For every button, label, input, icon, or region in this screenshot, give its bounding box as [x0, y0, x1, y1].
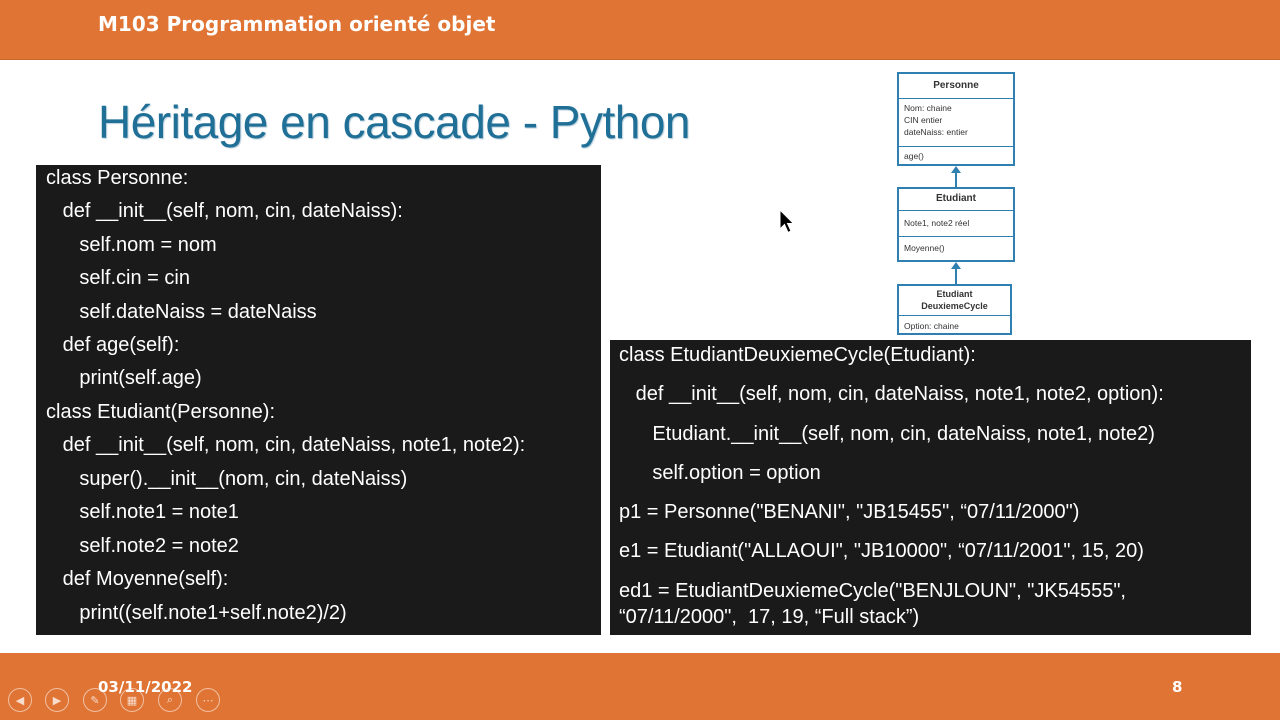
- code-line: class Personne:: [46, 167, 189, 189]
- pen-icon: ✎: [90, 693, 100, 707]
- uml-attribute: Note1, note2 réel: [899, 211, 1013, 237]
- code-line: e1 = Etudiant("ALLAOUI", "JB10000", “07/…: [619, 540, 1144, 562]
- code-line: print(self.age): [46, 367, 202, 389]
- inheritance-line: [955, 268, 957, 284]
- code-line: def Moyenne(self):: [46, 568, 229, 590]
- next-icon: ▶: [52, 693, 62, 707]
- more-options-button[interactable]: ⋯: [196, 688, 220, 712]
- code-line: def __init__(self, nom, cin, dateNaiss, …: [46, 434, 526, 456]
- uml-attribute: Nom: chaine: [904, 103, 952, 113]
- code-line: ed1 = EtudiantDeuxiemeCycle("BENJLOUN", …: [619, 580, 1126, 602]
- uml-class-name-line: DeuxiemeCycle: [921, 301, 988, 311]
- see-all-slides-button[interactable]: ▦: [120, 688, 144, 712]
- next-slide-button[interactable]: ▶: [45, 688, 69, 712]
- uml-class-name: Etudiant: [899, 189, 1013, 211]
- uml-operation: Moyenne(): [904, 243, 945, 253]
- code-block-left: class Personne: def __init__(self, nom, …: [36, 165, 601, 635]
- code-line: super().__init__(nom, cin, dateNaiss): [46, 468, 408, 490]
- page-number: 8: [1172, 678, 1183, 696]
- uml-class-name: Etudiant DeuxiemeCycle: [899, 286, 1010, 316]
- uml-class-etudiant: Etudiant Note1, note2 réel Moyenne(): [897, 187, 1015, 262]
- pen-tool-button[interactable]: ✎: [83, 688, 107, 712]
- inheritance-line: [955, 172, 957, 187]
- code-line: def __init__(self, nom, cin, dateNaiss, …: [619, 383, 1164, 405]
- slide-title: Héritage en cascade - Python: [98, 96, 691, 148]
- inheritance-arrow-icon: [951, 262, 961, 269]
- inheritance-arrow-icon: [951, 166, 961, 173]
- code-line: class Etudiant(Personne):: [46, 401, 276, 423]
- uml-attribute: dateNaiss: entier: [904, 127, 968, 137]
- course-title: M103 Programmation orienté objet: [98, 12, 496, 36]
- code-line: self.dateNaiss = dateNaiss: [46, 301, 317, 323]
- slides-grid-icon: ▦: [126, 693, 138, 707]
- code-line: self.option = option: [619, 462, 821, 484]
- uml-attribute: CIN entier: [904, 115, 943, 125]
- zoom-icon: ⌕: [166, 693, 174, 706]
- code-line: “07/11/2000", 17, 19, “Full stack”): [619, 606, 920, 628]
- uml-attribute: Option: chaine: [904, 321, 959, 331]
- code-line: def age(self):: [46, 334, 180, 356]
- code-block-right: class EtudiantDeuxiemeCycle(Etudiant): d…: [610, 340, 1251, 635]
- uml-class-etudiant-deuxieme-cycle: Etudiant DeuxiemeCycle Option: chaine: [897, 284, 1012, 335]
- uml-operation: age(): [904, 151, 924, 161]
- uml-class-personne: Personne Nom: chaine CIN entier dateNais…: [897, 72, 1015, 166]
- more-options-icon: ⋯: [202, 693, 214, 707]
- code-line: class EtudiantDeuxiemeCycle(Etudiant):: [619, 344, 976, 366]
- zoom-button[interactable]: ⌕: [158, 688, 182, 712]
- code-line: Etudiant.__init__(self, nom, cin, dateNa…: [619, 423, 1155, 445]
- previous-icon: ◀: [15, 693, 25, 707]
- code-line: p1 = Personne("BENANI", "JB15455", “07/1…: [619, 501, 1080, 523]
- uml-class-name: Personne: [899, 74, 1013, 99]
- header-bar: M103 Programmation orienté objet: [0, 0, 1280, 60]
- code-line: self.note1 = note1: [46, 501, 239, 523]
- uml-class-name-line: Etudiant: [936, 289, 973, 299]
- code-line: self.cin = cin: [46, 267, 190, 289]
- code-line: self.nom = nom: [46, 234, 217, 256]
- mouse-cursor-icon: [779, 209, 795, 234]
- code-line: self.note2 = note2: [46, 535, 239, 557]
- code-line: def __init__(self, nom, cin, dateNaiss):: [46, 200, 403, 222]
- uml-attributes: Nom: chaine CIN entier dateNaiss: entier: [899, 99, 1013, 147]
- code-line: print((self.note1+self.note2)/2): [46, 602, 347, 624]
- previous-slide-button[interactable]: ◀: [8, 688, 32, 712]
